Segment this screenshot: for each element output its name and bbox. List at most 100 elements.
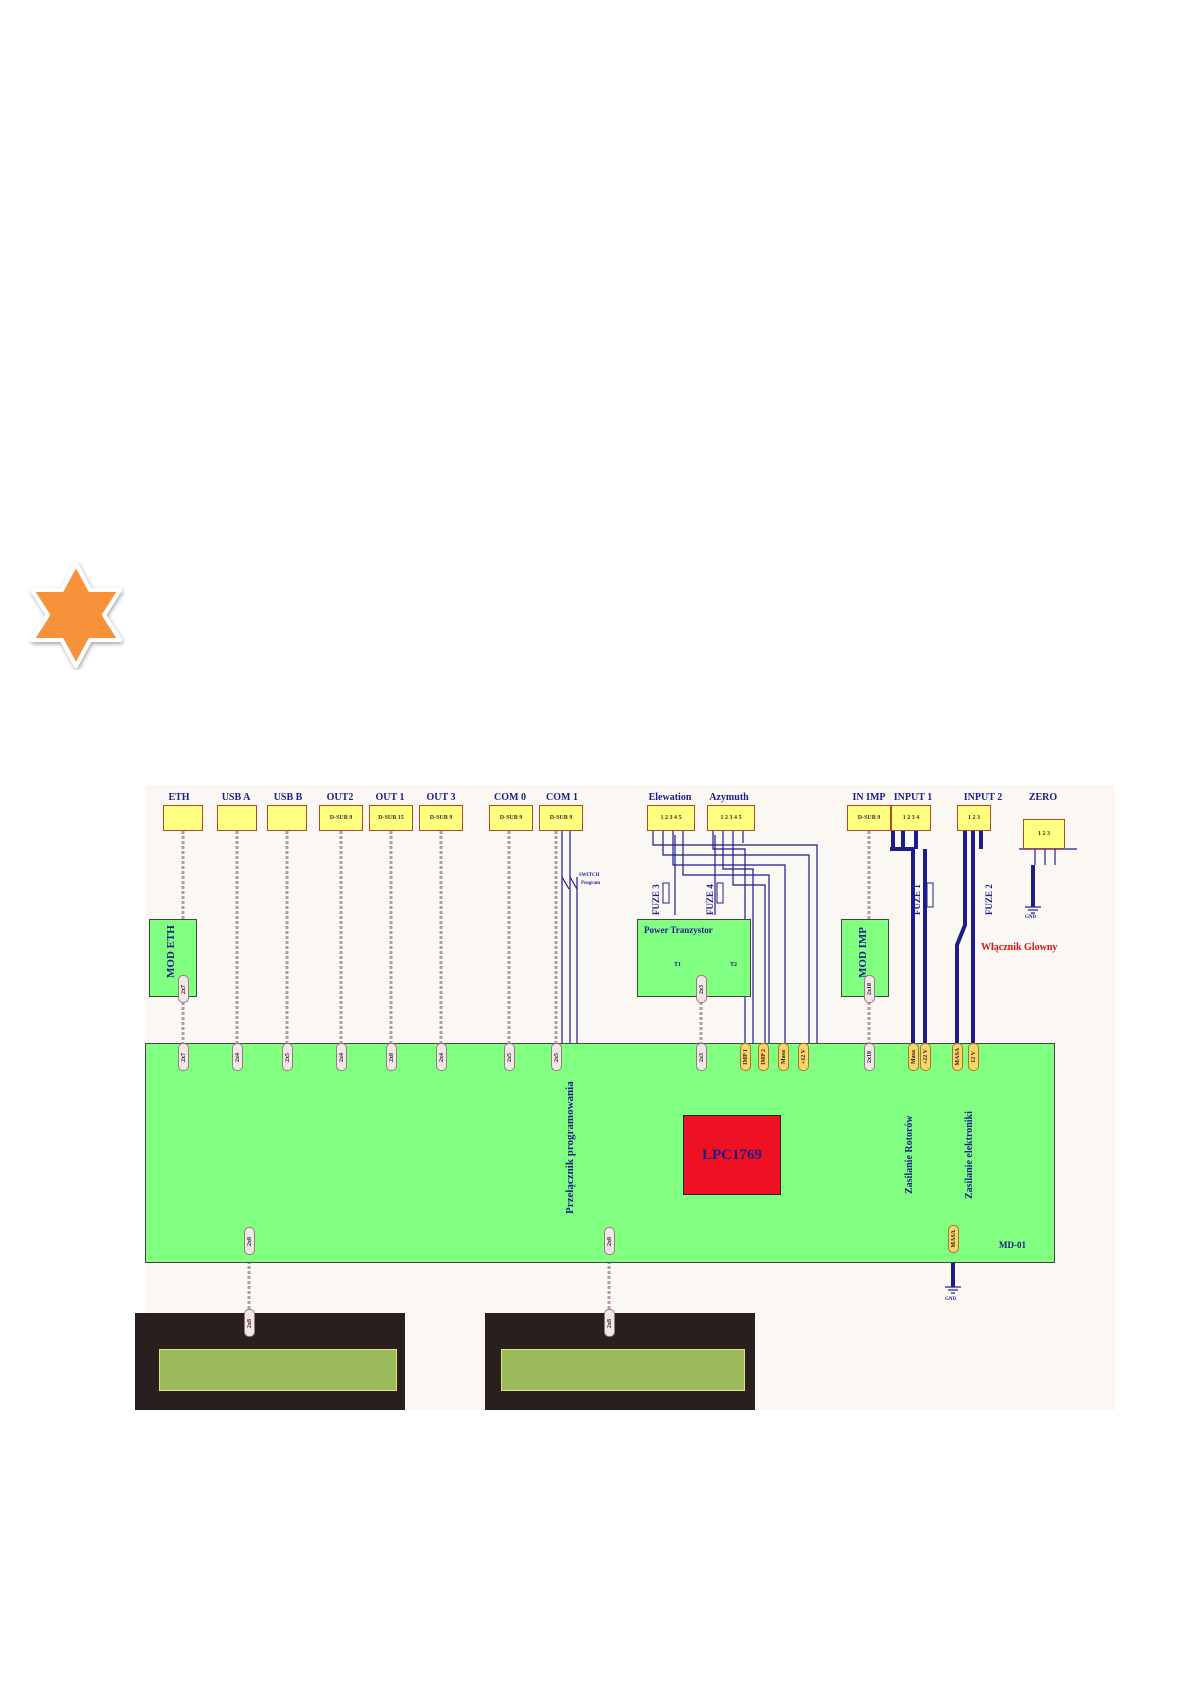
label-usb-a: USB A: [221, 792, 251, 803]
pin-usb-b: 2x5: [282, 1043, 293, 1071]
module-eth-label: MOD ETH: [165, 925, 177, 978]
pin-masa-elektronika: MASA: [952, 1043, 963, 1071]
lcd-display-2: [485, 1313, 755, 1410]
connector-usb-b: [267, 805, 307, 831]
connector-out2: D-SUB 9: [319, 805, 363, 831]
pin-label: 2x7: [180, 984, 187, 994]
pin-imp-main: 2x10: [864, 1043, 875, 1071]
label-input1: INPUT 1: [893, 792, 933, 803]
pin-label: 2x5: [553, 1052, 560, 1062]
pin-lcd2-main: 2x8: [604, 1227, 615, 1255]
connector-zero: 1 2 3: [1023, 819, 1065, 849]
pin-label: 2x4: [338, 1052, 345, 1062]
pin-out2: 2x4: [336, 1043, 347, 1071]
pin-com0: 2x5: [504, 1043, 515, 1071]
label-com1: COM 1: [546, 792, 578, 803]
pin-out1: 2x8: [386, 1043, 397, 1071]
label-zasilanie-rotorow: Zasilanie Rotorów: [904, 1115, 915, 1195]
pin-label: 2x8: [606, 1236, 613, 1246]
pin-lcd2: 2x8: [604, 1309, 615, 1337]
fuse-1-label: FUZE 1: [912, 884, 922, 915]
pin-label: Masa: [780, 1050, 787, 1064]
main-board-md01: [145, 1043, 1055, 1263]
label-com0: COM 0: [494, 792, 526, 803]
connector-azymuth: 1 2 3 4 5: [707, 805, 755, 831]
pin-power-main: 2x3: [696, 1043, 707, 1071]
pin-label: 2x8: [246, 1318, 253, 1328]
star-icon: [30, 562, 122, 668]
cpu-lpc1769: LPC1769: [683, 1115, 781, 1195]
pin-label: 2x4: [234, 1052, 241, 1062]
pin-label: 2x3: [698, 984, 705, 994]
transistor-t2-label: T2: [730, 962, 738, 968]
pin-lcd1-main: 2x8: [244, 1227, 255, 1255]
fuse-4-label: FUZE 4: [705, 884, 715, 915]
block-diagram: ETH USB A USB B OUT2 OUT 1 OUT 3 COM 0 C…: [135, 785, 1115, 1410]
lcd-display-1: [135, 1313, 405, 1410]
switch-label: SWITCH: [579, 873, 600, 878]
label-in-imp: IN IMP: [852, 792, 886, 803]
pin-label: MASA: [950, 1230, 957, 1248]
connector-out3: D-SUB 9: [419, 805, 463, 831]
pin-label: 12 V: [970, 1051, 977, 1063]
pin-label: 2x8: [606, 1318, 613, 1328]
pin-22v: +22 V: [920, 1043, 931, 1071]
label-zero: ZERO: [1028, 792, 1058, 803]
label-out3: OUT 3: [426, 792, 456, 803]
module-power-label: Power Tranzystor: [644, 925, 713, 935]
pin-12v: +12 V: [798, 1043, 809, 1071]
transistor-t1-label: T1: [674, 962, 682, 968]
connector-elewation: 1 2 3 4 5: [647, 805, 695, 831]
label-usb-b: USB B: [273, 792, 303, 803]
pin-lcd1: 2x8: [244, 1309, 255, 1337]
connector-com1: D-SUB 9: [539, 805, 583, 831]
connector-out1: D-SUB 15: [369, 805, 413, 831]
label-input2: INPUT 2: [963, 792, 1003, 803]
pin-label: MASA: [954, 1048, 961, 1066]
pin-masa-rotor: Masa: [908, 1043, 919, 1071]
pin-label: 2x5: [506, 1052, 513, 1062]
pin-label: 2x7: [180, 1052, 187, 1062]
connector-usb-a: [217, 805, 257, 831]
label-out2: OUT2: [326, 792, 354, 803]
pin-eth-module: 2x7: [178, 975, 189, 1003]
pin-label: IMP 1: [742, 1049, 749, 1065]
module-power-transistor: Power Tranzystor T1 T2: [637, 919, 751, 997]
switch-sublabel: Program: [581, 881, 601, 886]
connector-input1: 1 2 3 4: [891, 805, 931, 831]
pin-label: IMP 2: [760, 1049, 767, 1065]
module-imp-label: MOD IMP: [857, 926, 869, 978]
pin-imp1: IMP 1: [740, 1043, 751, 1071]
pin-usb-a: 2x4: [232, 1043, 243, 1071]
pin-label: 2x10: [866, 1051, 873, 1063]
connector-com0: D-SUB 9: [489, 805, 533, 831]
main-switch-label: Włącznik Glowny: [981, 942, 1058, 953]
pin-masa: Masa: [778, 1043, 789, 1071]
pin-label: 2x4: [438, 1052, 445, 1062]
pin-eth-main: 2x7: [178, 1043, 189, 1071]
pin-label: 2x3: [698, 1052, 705, 1062]
label-elewation: Elewation: [648, 792, 692, 803]
pin-masa-bottom: MASA: [948, 1225, 959, 1253]
pin-label: 2x8: [246, 1236, 253, 1246]
label-out1: OUT 1: [375, 792, 405, 803]
pin-label: +12 V: [800, 1049, 807, 1065]
pin-12v-elektronika: 12 V: [968, 1043, 979, 1071]
lcd-screen-1: [159, 1349, 397, 1391]
module-eth: MOD ETH: [149, 919, 197, 997]
pin-power-module: 2x3: [696, 975, 707, 1003]
connector-input2: 1 2 3: [957, 805, 991, 831]
label-zasilanie-elektroniki: Zasilanie elektroniki: [964, 1111, 975, 1199]
pin-label: 2x5: [284, 1052, 291, 1062]
pin-imp2: IMP 2: [758, 1043, 769, 1071]
connector-in-imp: D-SUB 9: [847, 805, 891, 831]
wiring-layer: [181, 831, 1077, 1313]
pin-imp-module: 2x10: [864, 975, 875, 1003]
fuse-2-label: FUZE 2: [984, 884, 994, 915]
lcd-screen-2: [501, 1349, 745, 1391]
gnd-label-zero: GND: [1025, 915, 1037, 920]
fuse-3-label: FUZE 3: [651, 884, 661, 915]
pin-label: Masa: [910, 1050, 917, 1064]
module-imp: MOD IMP: [841, 919, 889, 997]
label-eth: ETH: [168, 792, 190, 803]
